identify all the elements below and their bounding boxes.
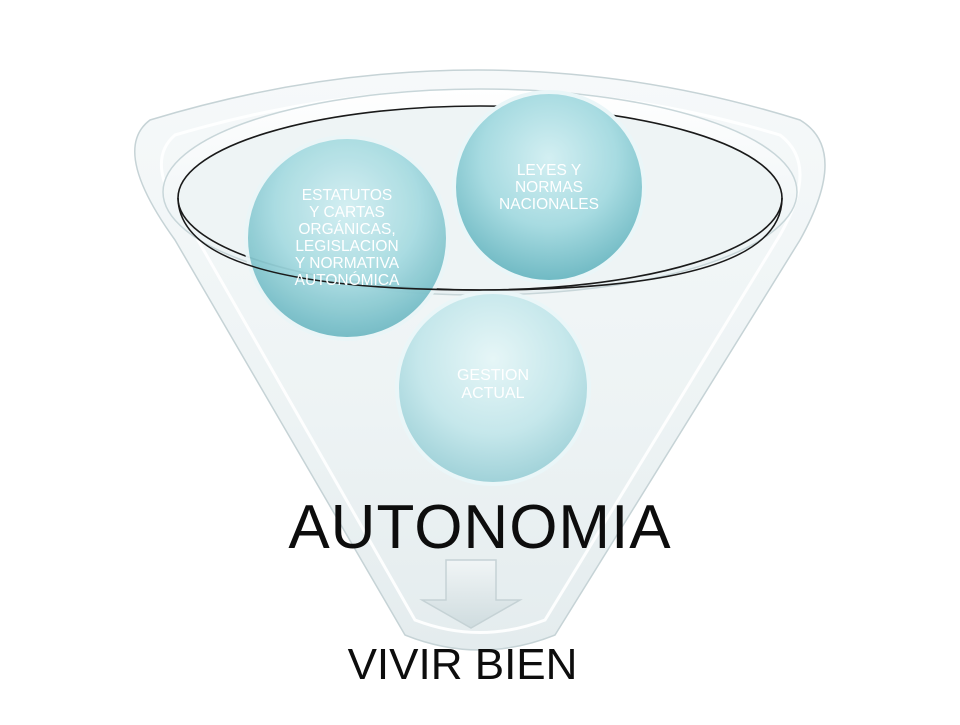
leyes-line: NORMAS xyxy=(514,178,584,196)
leyes-line: NACIONALES xyxy=(499,196,599,214)
down-arrow-icon xyxy=(419,559,523,629)
gestion-line: ACTUAL xyxy=(461,385,525,402)
rim-front-line xyxy=(177,197,783,291)
funnel-label: AUTONOMIA xyxy=(288,493,672,562)
circle-gestion xyxy=(395,290,591,486)
estatutos-line: Y CARTAS xyxy=(309,203,385,221)
gestion-line: GESTION xyxy=(456,367,529,385)
circle-gestion-label: GESTION ACTUAL xyxy=(423,360,563,410)
circle-leyes xyxy=(452,90,646,284)
result-label: VIVIR BIEN xyxy=(347,640,578,689)
estatutos-line: Y NORMATIVA xyxy=(294,255,400,273)
estatutos-line: ESTATUTOS xyxy=(301,186,393,204)
circle-estatutos-label: ESTATUTOS Y CARTAS ORGÁNICAS, LEGISLACIO… xyxy=(262,168,432,308)
estatutos-line: AUTONÓMICA xyxy=(294,272,400,290)
estatutos-line: ORGÁNICAS, xyxy=(298,220,396,238)
estatutos-line: LEGISLACION xyxy=(295,238,399,255)
leyes-line: LEYES Y xyxy=(516,161,582,179)
circle-leyes-label: LEYES Y NORMAS NACIONALES xyxy=(474,150,624,225)
